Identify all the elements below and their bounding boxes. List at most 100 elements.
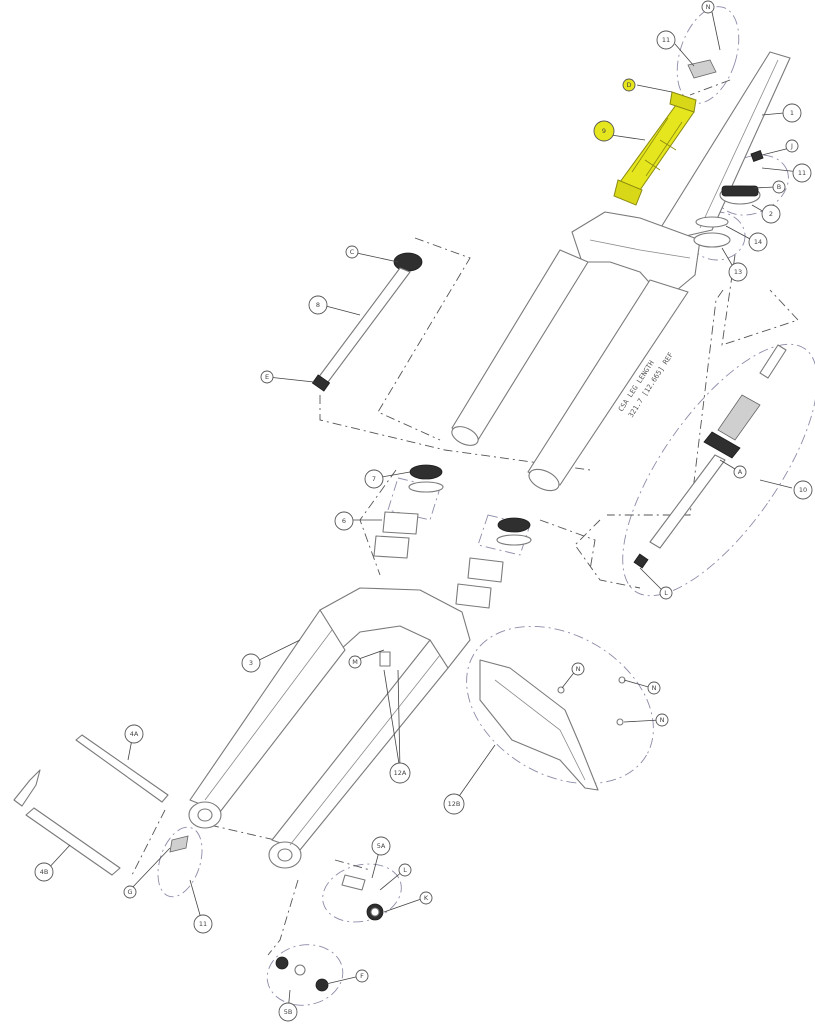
callout-J: J [785,139,799,153]
svg-text:14: 14 [754,238,762,246]
top-clip [687,59,717,79]
svg-text:B: B [777,183,781,191]
svg-text:10: 10 [799,486,807,494]
assembly-lines [131,79,799,956]
seal-ring-14 [695,216,729,228]
group-damper-cartridge [622,343,815,597]
svg-text:2: 2 [769,210,773,218]
svg-text:13: 13 [734,268,742,276]
callout-L-bottom: L [398,863,412,877]
axle-4A [75,734,169,803]
callout-3: 3 [241,653,261,673]
svg-text:12A: 12A [394,769,407,777]
callout-2: 2 [761,204,781,224]
wiper-seal-left [409,464,443,480]
callout-7: 7 [364,469,384,489]
group-lower-clip [157,826,203,898]
top-cap-parts [687,59,764,248]
bushing-2 [373,535,410,559]
svg-text:A: A [738,468,743,476]
steerer-tube [649,51,791,246]
svg-text:4A: 4A [130,730,139,738]
callout-8: 8 [308,295,328,315]
svg-text:1: 1 [790,109,794,117]
callout-B: B [772,180,786,194]
callout-G: G [123,885,137,899]
callout-6: 6 [334,511,354,531]
bushing-4 [455,583,492,609]
part-9-end-bottom [613,179,643,206]
rebound-rod [317,267,411,383]
lower-legs [188,587,471,869]
svg-text:5A: 5A [377,842,386,850]
fender-body [479,659,599,791]
arch-bolt [379,651,391,667]
callout-L-right: L [659,586,673,600]
bushing-3 [467,557,504,583]
svg-text:L: L [664,589,668,597]
svg-text:11: 11 [662,36,670,44]
callout-4B: 4B [34,862,54,882]
svg-text:D: D [626,81,631,89]
axle-lever [13,769,41,807]
callout-1: 1 [782,103,802,123]
highlighted-part-9 [613,91,697,206]
rebound-rod-assembly [311,252,423,392]
group-5A [322,863,402,923]
callout-12B: 12B [443,793,465,815]
lower-arch [319,587,471,669]
svg-text:5B: 5B [284,1008,293,1016]
damper-collar [703,431,741,459]
seal-ring-13 [693,232,731,248]
part-9-body [619,104,695,191]
callout-14: 14 [748,232,768,252]
svg-text:3: 3 [249,659,253,667]
callout-5B: 5B [278,1002,298,1022]
callout-5A: 5A [371,836,391,856]
callout-D: D [622,78,636,92]
axle-4B [25,807,121,876]
wiper-seal-right [497,517,531,533]
rod-top-nut [393,252,423,272]
callout-N-top: N [701,0,715,14]
callout-13: 13 [728,262,748,282]
svg-text:F: F [360,972,364,980]
callout-A: A [733,465,747,479]
callout-11-top: 11 [656,30,676,50]
svg-text:12B: 12B [448,800,461,808]
small-hardware [169,676,626,992]
callout-12A: 12A [389,762,411,784]
upper-assembly: CSA LEG LENGTH 321.7 [12.665] REF [451,51,791,492]
svg-text:N: N [660,716,665,724]
svg-text:7: 7 [372,475,376,483]
svg-text:4B: 4B [40,868,49,876]
bushing-1 [382,511,419,535]
crown [571,211,701,301]
callout-9: 9 [593,120,615,142]
fender [479,659,599,791]
svg-text:M: M [352,658,358,666]
svg-text:8: 8 [316,301,320,309]
svg-text:E: E [265,373,269,381]
callouts: N 11 D 9 1 J 11 B 2 14 13 C 8 E 7 6 A 10… [34,0,813,1022]
callout-F: F [355,969,369,983]
damper-spring [717,394,761,441]
axles [13,734,169,876]
svg-text:J: J [790,142,793,150]
seals-and-bushings [373,464,532,609]
rod-foot-nut [311,374,331,392]
svg-text:K: K [424,894,429,902]
svg-text:G: G [127,888,132,896]
svg-text:N: N [576,665,581,673]
callout-C: C [345,245,359,259]
svg-text:6: 6 [342,517,346,525]
part-9-end-top [669,91,697,113]
damper-cartridge [633,344,787,569]
callout-4A: 4A [124,724,144,744]
group-fender [466,625,654,785]
svg-text:N: N [706,3,711,11]
top-cap-knob [750,150,764,162]
callout-11-right: 11 [792,163,812,183]
